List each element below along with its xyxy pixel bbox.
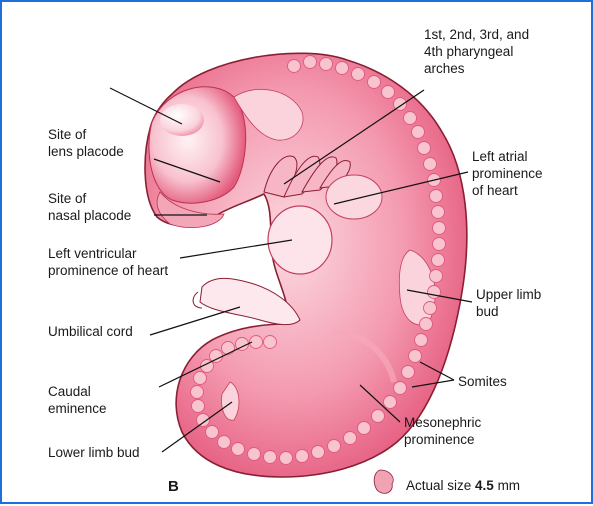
- somite: [288, 60, 301, 73]
- somite: [420, 318, 433, 331]
- somite: [336, 62, 349, 75]
- label-somites: Somites: [458, 373, 507, 390]
- forebrain-lobe: [149, 87, 246, 203]
- somite: [222, 342, 235, 355]
- label-caudal-eminence: Caudal eminence: [48, 383, 107, 417]
- somite: [248, 448, 261, 461]
- somite: [432, 254, 445, 267]
- somite: [194, 372, 207, 385]
- somite: [191, 386, 204, 399]
- actual-size-icon: [374, 470, 393, 493]
- somite: [415, 334, 428, 347]
- somite: [418, 142, 431, 155]
- somite: [320, 58, 333, 71]
- somite: [433, 238, 446, 251]
- label-nasal-placode: Site of nasal placode: [48, 190, 131, 224]
- somite: [409, 350, 422, 363]
- somite: [352, 68, 365, 81]
- label-pharyngeal-arches: 1st, 2nd, 3rd, and 4th pharyngeal arches: [424, 26, 529, 77]
- label-ventricular-prominence: Left ventricular prominence of heart: [48, 245, 168, 279]
- somite: [368, 76, 381, 89]
- ventricular-prominence: [268, 206, 332, 274]
- actual-size-caption: Actual size 4.5 mm: [406, 477, 520, 494]
- actual-size-value: 4.5: [475, 478, 494, 493]
- somite: [430, 190, 443, 203]
- somite: [232, 443, 245, 456]
- somite: [192, 400, 205, 413]
- somite: [412, 126, 425, 139]
- somite: [304, 56, 317, 69]
- somite: [432, 206, 445, 219]
- somite: [328, 440, 341, 453]
- somite: [424, 158, 437, 171]
- somite: [404, 112, 417, 125]
- label-mesonephric-prominence: Mesonephric prominence: [404, 414, 481, 448]
- label-lens-placode: Site of lens placode: [48, 126, 124, 160]
- somite: [428, 286, 441, 299]
- somite: [372, 410, 385, 423]
- somite: [296, 450, 309, 463]
- atrial-prominence: [326, 175, 382, 219]
- somite: [218, 436, 231, 449]
- somite: [210, 350, 223, 363]
- somite: [344, 432, 357, 445]
- label-umbilical-cord: Umbilical cord: [48, 323, 133, 340]
- somite: [206, 426, 219, 439]
- somite: [382, 86, 395, 99]
- actual-size-unit: mm: [494, 478, 520, 493]
- actual-size-prefix: Actual size: [406, 478, 475, 493]
- somite: [280, 452, 293, 465]
- somite: [312, 446, 325, 459]
- somite: [433, 222, 446, 235]
- somite: [384, 396, 397, 409]
- somite: [358, 422, 371, 435]
- somite: [394, 382, 407, 395]
- head-highlight: [160, 104, 204, 136]
- somite: [424, 302, 437, 315]
- panel-letter: B: [168, 478, 179, 495]
- somite: [430, 270, 443, 283]
- label-upper-limb-bud: Upper limb bud: [476, 286, 541, 320]
- label-lower-limb-bud: Lower limb bud: [48, 444, 140, 461]
- label-atrial-prominence: Left atrial prominence of heart: [472, 148, 543, 199]
- somite: [264, 451, 277, 464]
- somite: [264, 336, 277, 349]
- somite: [402, 366, 415, 379]
